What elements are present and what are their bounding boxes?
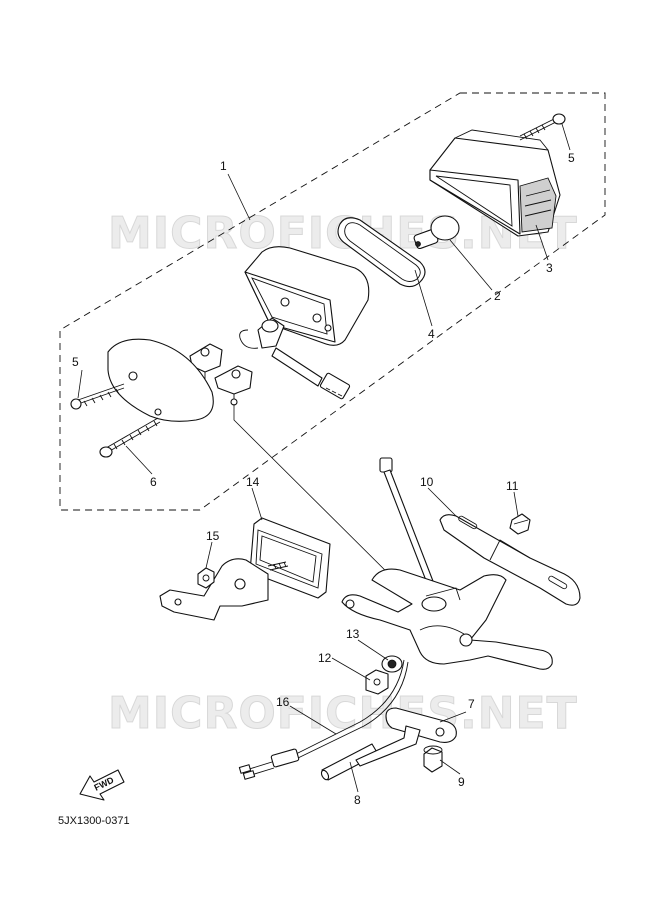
terminal-brackets[interactable]: [189, 343, 253, 406]
license-light-harness[interactable]: [238, 659, 409, 780]
bulb[interactable]: [413, 215, 460, 250]
callout-1: 1: [220, 159, 227, 173]
callout-11: 11: [506, 479, 519, 493]
gasket[interactable]: [337, 217, 426, 288]
clamp-plate[interactable]: [355, 707, 457, 767]
tail-light-lens[interactable]: [429, 129, 561, 237]
callout-16: 16: [276, 695, 290, 709]
callout-3: 3: [546, 261, 553, 275]
callout-6: 6: [150, 475, 157, 489]
screw-left[interactable]: [70, 383, 125, 410]
watermark-bottom: MICROFICHES.NET: [108, 688, 578, 739]
callout-8: 8: [354, 793, 361, 807]
callout-13: 13: [346, 627, 360, 641]
nut[interactable]: [365, 669, 389, 695]
forward-arrow-icon: FWD: [79, 769, 125, 801]
callout-15: 15: [206, 529, 220, 543]
rear-fender-bracket[interactable]: [341, 568, 553, 670]
assembly-guide-line: [233, 404, 416, 601]
callout-4: 4: [428, 327, 435, 341]
callout-5-left: 5: [72, 355, 79, 369]
assembly-boundary: [59, 92, 606, 511]
callout-5-top: 5: [568, 151, 575, 165]
screw-top[interactable]: [519, 113, 566, 141]
bulb-socket-wire[interactable]: [239, 317, 351, 400]
callout-10: 10: [420, 475, 434, 489]
callout-12: 12: [318, 651, 332, 665]
reflector-plate[interactable]: [107, 338, 214, 422]
license-bracket[interactable]: [439, 514, 581, 606]
callout-2: 2: [494, 289, 501, 303]
leader-lines: [77, 123, 571, 793]
callout-9: 9: [458, 775, 465, 789]
license-light-lens[interactable]: [249, 517, 331, 599]
license-light-bracket[interactable]: [159, 558, 289, 621]
diagram-code: 5JX1300-0371: [58, 815, 130, 827]
callout-14: 14: [246, 475, 260, 489]
flange-nut[interactable]: [423, 745, 443, 773]
screw-long[interactable]: [99, 417, 161, 458]
bolt[interactable]: [509, 513, 531, 535]
callout-7: 7: [468, 697, 475, 711]
collar[interactable]: [381, 655, 403, 673]
